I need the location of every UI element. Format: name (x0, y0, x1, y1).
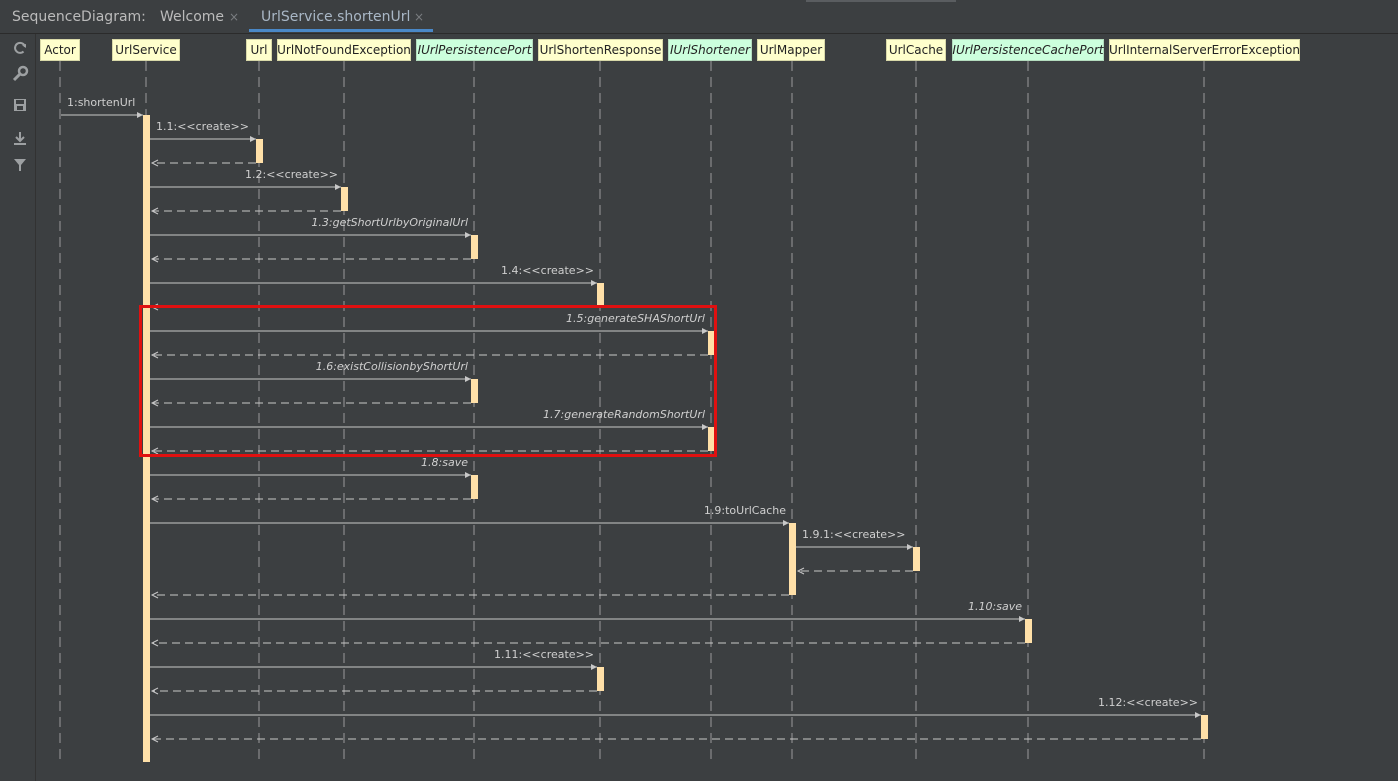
participant-label: IUrlPersistencePort (417, 43, 532, 57)
arrow-head (591, 280, 597, 286)
activation-bar (471, 235, 478, 259)
message-label: 1.4:<<create>> (501, 264, 594, 277)
arrow-head (150, 639, 159, 647)
arrow-head (150, 159, 159, 167)
refresh-icon[interactable] (11, 39, 29, 57)
participant-label: IUrlShortener (669, 43, 751, 57)
activation-bar (708, 331, 715, 355)
participant-label: Actor (44, 43, 76, 57)
participant-label: IUrlPersistenceCachePort (952, 43, 1104, 57)
activation-bar (708, 427, 715, 451)
arrow-head (465, 232, 471, 238)
active-tab-indicator (249, 29, 433, 32)
arrow-head (702, 424, 708, 430)
participant-label: UrlCache (888, 43, 944, 57)
message-label: 1.9.1:<<create>> (802, 528, 905, 541)
message-label: 1.1:<<create>> (156, 120, 249, 133)
arrow-head (150, 207, 159, 215)
activation-bar (913, 547, 920, 571)
activation-bar (1201, 715, 1208, 739)
arrow-head (1019, 616, 1025, 622)
participant-label: UrlNotFoundException (277, 43, 411, 57)
participant-url[interactable]: Url (246, 39, 272, 61)
activation-bar (471, 379, 478, 403)
activation-bar (341, 187, 348, 211)
arrow-head (150, 735, 159, 743)
message-label: 1:shortenUrl (67, 96, 135, 109)
message-label: 1.12:<<create>> (1098, 696, 1198, 709)
close-icon[interactable]: × (414, 10, 425, 24)
tab-welcome[interactable]: Welcome × (160, 0, 240, 34)
participant-iurlshortener[interactable]: IUrlShortener (668, 39, 752, 61)
participant-label: UrlService (115, 43, 177, 57)
arrow-head (465, 472, 471, 478)
arrow-head (150, 399, 159, 407)
activation-bar (597, 283, 604, 307)
activation-bar (471, 475, 478, 499)
save-icon[interactable] (11, 96, 29, 114)
participant-iurlpersistenceport[interactable]: IUrlPersistencePort (416, 39, 533, 61)
participant-urlnotfoundexception[interactable]: UrlNotFoundException (277, 39, 411, 61)
participant-label: UrlShortenResponse (539, 43, 662, 57)
participant-urlservice[interactable]: UrlService (112, 39, 180, 61)
wrench-icon[interactable] (11, 65, 29, 83)
participant-actor[interactable]: Actor (40, 39, 80, 61)
arrow-head (150, 591, 159, 599)
highlight-box (139, 305, 717, 457)
tab-urlservice-label: UrlService.shortenUrl (261, 9, 411, 25)
message-label: 1.11:<<create>> (494, 648, 594, 661)
message-label: 1.10:save (968, 600, 1022, 613)
tab-urlservice-shortenurl[interactable]: UrlService.shortenUrl × (261, 0, 431, 34)
arrow-head (702, 328, 708, 334)
message-label: 1.9:toUrlCache (704, 504, 786, 517)
arrow-head (150, 447, 159, 455)
activation-bar (143, 115, 150, 762)
arrow-head (150, 495, 159, 503)
activation-bar (597, 667, 604, 691)
participant-urlinternalservererrorexception[interactable]: UrlInternalServerErrorException (1109, 39, 1300, 61)
arrow-head (137, 112, 143, 118)
participant-iurlpersistencecacheport[interactable]: IUrlPersistenceCachePort (952, 39, 1104, 61)
participant-label: UrlMapper (759, 43, 823, 57)
participant-urlcache[interactable]: UrlCache (886, 39, 946, 61)
filter-icon[interactable] (11, 156, 29, 174)
arrow-head (250, 136, 256, 142)
message-label: 1.8:save (421, 456, 468, 469)
scroll-indicator (806, 0, 956, 2)
arrow-head (150, 351, 159, 359)
participant-urlshortenresponse[interactable]: UrlShortenResponse (538, 39, 663, 61)
activation-bar (789, 523, 796, 595)
message-label: 1.2:<<create>> (245, 168, 338, 181)
arrow-head (465, 376, 471, 382)
message-label: 1.3:getShortUrlbyOriginalUrl (311, 216, 468, 229)
arrow-head (335, 184, 341, 190)
tab-welcome-label: Welcome (160, 9, 225, 25)
arrow-head (796, 567, 805, 575)
arrow-head (783, 520, 789, 526)
message-label: 1.6:existCollisionbyShortUrl (316, 360, 468, 373)
arrow-head (907, 544, 913, 550)
activation-bar (1025, 619, 1032, 643)
participant-urlmapper[interactable]: UrlMapper (757, 39, 825, 61)
message-label: 1.5:generateSHAShortUrl (566, 312, 705, 325)
arrow-head (1195, 712, 1201, 718)
editor-tab-bar: SequenceDiagram: Welcome × UrlService.sh… (0, 0, 1398, 34)
participant-label: Url (250, 43, 268, 57)
export-icon[interactable] (11, 130, 29, 148)
arrow-head (150, 303, 159, 311)
message-label: 1.7:generateRandomShortUrl (543, 408, 705, 421)
arrow-head (150, 255, 159, 263)
arrow-head (150, 687, 159, 695)
activation-bar (256, 139, 263, 163)
participant-label: UrlInternalServerErrorException (1109, 43, 1300, 57)
diagram-toolbar (0, 34, 36, 781)
close-icon[interactable]: × (229, 10, 240, 24)
arrow-head (591, 664, 597, 670)
diagram-title: SequenceDiagram: (12, 9, 146, 25)
